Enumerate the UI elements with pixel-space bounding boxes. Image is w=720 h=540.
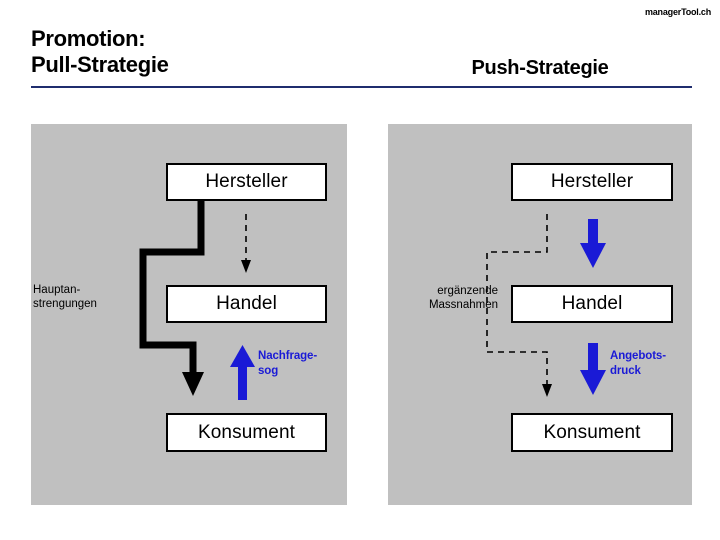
nachfragesog-arrow <box>230 345 255 400</box>
brand-logo: managerTool.ch <box>644 7 711 17</box>
node-label: Konsument <box>197 421 295 443</box>
label-hauptanstrengungen: Hauptan- strengungen <box>33 284 97 310</box>
node-konsument-push[interactable]: Konsument <box>511 413 673 452</box>
panel-pull-strategie: Hersteller Handel Konsument Hauptan- str… <box>31 124 347 505</box>
node-label: Hersteller <box>550 171 634 192</box>
node-konsument-pull[interactable]: Konsument <box>166 413 327 452</box>
hersteller-handel-dashed-flow <box>241 214 251 273</box>
pull-flow-diagram <box>139 201 255 400</box>
label-angebotsdruck: Angebots- druck <box>610 350 666 377</box>
node-label: Handel <box>561 293 623 314</box>
ergaenzende-massnahmen-flow <box>486 214 552 397</box>
node-hersteller-push[interactable]: Hersteller <box>511 163 673 201</box>
page-title-pull: Promotion: Pull-Strategie <box>31 26 169 77</box>
node-handel-pull[interactable]: Handel <box>166 285 327 323</box>
panel-push-strategie: Hersteller Handel Konsument ergänzende M… <box>388 124 692 505</box>
hauptanstrengungen-flow <box>139 201 205 396</box>
node-label: Handel <box>216 293 277 314</box>
node-handel-push[interactable]: Handel <box>511 285 673 323</box>
header-divider <box>31 86 692 88</box>
angebotsdruck-arrow-lower <box>580 343 606 395</box>
label-nachfragesog: Nachfrage- sog <box>258 350 318 377</box>
node-label: Konsument <box>543 421 641 443</box>
page-title-push: Push-Strategie <box>471 57 609 79</box>
angebotsdruck-arrow-upper <box>580 219 606 268</box>
label-ergaenzende-massnahmen: ergänzende Massnahmen <box>428 285 498 311</box>
node-label: Hersteller <box>205 171 288 192</box>
node-hersteller-pull[interactable]: Hersteller <box>166 163 327 201</box>
push-flow-diagram <box>486 214 606 397</box>
